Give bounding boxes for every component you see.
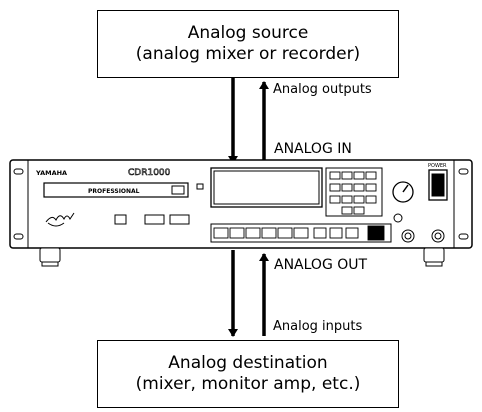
analog-destination-box: Analog destination (mixer, monitor amp, … — [97, 340, 399, 408]
analog-inputs-label: Analog inputs — [273, 319, 363, 334]
analog-in-label: ANALOG IN — [274, 141, 352, 157]
destination-title: Analog destination — [168, 353, 328, 373]
analog-out-label: ANALOG OUT — [274, 257, 368, 273]
source-title: Analog source — [187, 23, 309, 43]
source-subtitle: (analog mixer or recorder) — [135, 44, 361, 64]
cd-recorder-device — [9, 159, 473, 267]
device-power-label: POWER — [428, 163, 447, 169]
device-logo — [45, 212, 75, 227]
device-brand: YAMAHA — [35, 169, 67, 177]
analog-outputs-label: Analog outputs — [273, 82, 372, 97]
device-model: CDR1000 — [128, 168, 171, 178]
destination-subtitle: (mixer, monitor amp, etc.) — [135, 374, 361, 394]
device-tray-label: PROFESSIONAL — [88, 188, 140, 195]
analog-source-box: Analog source (analog mixer or recorder) — [97, 10, 399, 78]
